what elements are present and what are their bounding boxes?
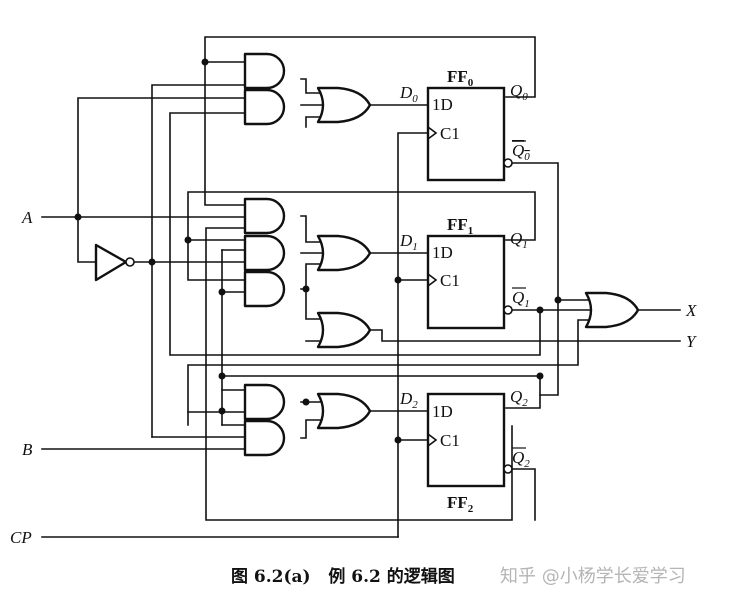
ff0-pin-c1: C1 — [440, 124, 460, 143]
ff2-clock-icon — [427, 433, 438, 447]
ff0-name: FF0 — [447, 67, 474, 89]
or-gate-d0 — [316, 86, 372, 124]
and-gate-3 — [243, 197, 286, 235]
ff0-clock-icon — [427, 126, 438, 140]
junction — [201, 58, 209, 66]
wires — [41, 36, 681, 538]
wire-a-to-and2 — [77, 97, 246, 218]
ff0-body — [426, 86, 506, 182]
junction — [148, 258, 156, 266]
inverter-bubble — [125, 257, 135, 267]
ff1-body — [426, 234, 506, 330]
and-gate-5 — [243, 270, 286, 308]
junction — [394, 276, 402, 284]
junction — [218, 407, 226, 415]
ff0-q-label: Q0 — [510, 81, 528, 103]
wire-cp-ff0 — [397, 132, 428, 538]
wire-q2bar-loop — [205, 227, 513, 521]
wire-y — [369, 329, 681, 342]
or-gate-y — [316, 311, 372, 349]
and-gate-6 — [243, 383, 286, 421]
ff2-qbar-label: Q2 — [512, 448, 530, 470]
ff0-qbar-bubble — [503, 158, 513, 168]
ff2-pin-1d: 1D — [432, 402, 453, 421]
ff1-q-label: Q1 — [510, 229, 528, 251]
flipflop-ff0 — [426, 86, 513, 182]
wire-q1bar-loop — [169, 112, 541, 356]
junction — [554, 296, 562, 304]
output-label-y: Y — [686, 332, 697, 351]
inverter-triangle — [94, 243, 128, 282]
ff1-pin-1d: 1D — [432, 243, 453, 262]
ff2-body — [426, 392, 506, 488]
flipflop-ff1 — [426, 234, 513, 330]
or-gate-d1 — [316, 234, 372, 272]
input-label-cp: CP — [10, 528, 32, 547]
and-gate-2 — [243, 88, 286, 126]
wire-q0bar — [511, 162, 559, 396]
flipflop-ff2 — [426, 392, 513, 488]
wire-q2 — [505, 375, 541, 409]
junction — [536, 306, 544, 314]
input-label-a: A — [21, 208, 33, 227]
junction — [394, 436, 402, 444]
ff2-q-label: Q2 — [510, 387, 528, 409]
or-gate-x — [584, 291, 640, 329]
ff1-pin-c1: C1 — [440, 271, 460, 290]
wire-q2-to-or — [187, 319, 591, 426]
ff0-d-label: D0 — [399, 83, 418, 105]
ff2-name: FF2 — [447, 493, 474, 515]
junctions — [74, 58, 562, 444]
and-gate-4 — [243, 234, 286, 272]
junction — [302, 285, 310, 293]
wire-q2-bus — [221, 291, 541, 377]
and-gate-1 — [243, 52, 286, 90]
ff2-d-label: D2 — [399, 389, 418, 411]
ff1-qbar-bubble — [503, 305, 513, 315]
output-label-x: X — [685, 301, 697, 320]
junction — [536, 372, 544, 380]
input-label-b: B — [22, 440, 33, 459]
ff1-clock-icon — [427, 273, 438, 287]
not-gate — [94, 243, 135, 282]
ff0-pin-1d: 1D — [432, 95, 453, 114]
and-gate-7 — [243, 419, 286, 457]
junction — [302, 398, 310, 406]
watermark: 知乎 @小杨学长爱学习 — [500, 566, 686, 587]
wire-q0-down — [204, 61, 246, 206]
wire-a-to-not — [77, 216, 97, 263]
ff1-name: FF1 — [447, 215, 473, 237]
wire-an-to-and1 — [151, 84, 246, 263]
ff1-qbar-label: Q1 — [512, 288, 530, 310]
junction — [218, 372, 226, 380]
ff1-d-label: D1 — [399, 231, 418, 253]
ff2-pin-c1: C1 — [440, 431, 460, 450]
wire-q1 — [187, 191, 536, 241]
junction — [74, 213, 82, 221]
figure-caption: 图 6.2(a) 例 6.2 的逻辑图 — [231, 567, 455, 587]
junction — [218, 288, 226, 296]
ff2-qbar-bubble — [503, 464, 513, 474]
and-gates — [243, 52, 286, 457]
wire-q0 — [204, 36, 536, 98]
junction — [184, 236, 192, 244]
or-gate-d2 — [316, 392, 372, 430]
ff0-qbar-label: Q0 — [512, 141, 530, 163]
